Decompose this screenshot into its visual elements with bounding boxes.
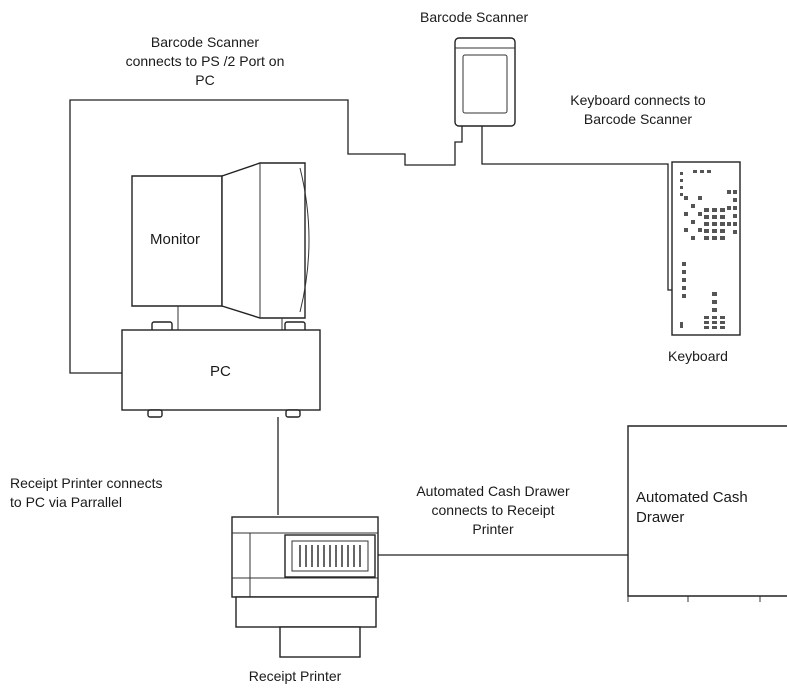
- keyboard-key: [680, 172, 683, 175]
- label-keyboard-connection-2: Barcode Scanner: [584, 111, 693, 127]
- barcode-scanner-icon: [455, 38, 515, 126]
- keyboard-key: [698, 212, 702, 216]
- label-monitor: Monitor: [150, 231, 200, 248]
- keyboard-key: [733, 214, 737, 218]
- keyboard-key: [680, 179, 683, 182]
- keyboard-key: [691, 204, 695, 208]
- keyboard-key: [682, 294, 686, 298]
- keyboard-key: [691, 220, 695, 224]
- keyboard-key: [682, 286, 686, 290]
- label-barcode-scanner: Barcode Scanner: [420, 9, 529, 25]
- keyboard-key: [720, 321, 725, 324]
- keyboard-key: [727, 206, 731, 210]
- keyboard-key: [684, 196, 688, 200]
- keyboard-key: [682, 278, 686, 282]
- keyboard-key: [727, 190, 731, 194]
- keyboard-key: [733, 190, 737, 194]
- keyboard-key: [704, 326, 709, 329]
- keyboard-key: [712, 222, 717, 226]
- keyboard-key: [704, 222, 709, 226]
- keyboard-key: [704, 236, 709, 240]
- keyboard-key: [727, 222, 731, 226]
- label-printer-connection-1: Receipt Printer connects: [10, 475, 163, 491]
- keyboard-key: [720, 208, 725, 212]
- keyboard-key: [712, 236, 717, 240]
- keyboard-key: [704, 215, 709, 219]
- label-drawer-connection-3: Printer: [472, 521, 514, 537]
- keyboard-key: [712, 292, 717, 296]
- label-receipt-printer: Receipt Printer: [249, 668, 342, 684]
- label-cash-drawer-1: Automated Cash: [636, 489, 748, 506]
- label-scanner-connection-1: Barcode Scanner: [151, 34, 260, 50]
- keyboard-key: [712, 326, 717, 329]
- keyboard-key: [680, 322, 683, 328]
- keyboard-key: [698, 228, 702, 232]
- keyboard-key: [733, 206, 737, 210]
- keyboard-key: [707, 170, 711, 173]
- keyboard-key: [733, 222, 737, 226]
- keyboard-key: [684, 212, 688, 216]
- label-pc: PC: [210, 363, 231, 380]
- keyboard-icon: [672, 162, 740, 335]
- label-drawer-connection-1: Automated Cash Drawer: [416, 483, 570, 499]
- label-printer-connection-2: to PC via Parrallel: [10, 494, 122, 510]
- keyboard-key: [720, 229, 725, 233]
- keyboard-key: [720, 316, 725, 319]
- keyboard-key: [680, 193, 683, 196]
- receipt-printer-icon: [232, 517, 378, 657]
- keyboard-key: [682, 262, 686, 266]
- keyboard-key: [712, 308, 717, 312]
- label-keyboard-connection-1: Keyboard connects to: [570, 92, 706, 108]
- keyboard-key: [720, 236, 725, 240]
- keyboard-key: [704, 316, 709, 319]
- keyboard-key: [733, 230, 737, 234]
- keyboard-key: [733, 198, 737, 202]
- wire-scanner-to-keyboard: [482, 125, 672, 290]
- keyboard-key: [704, 321, 709, 324]
- keyboard-key: [712, 229, 717, 233]
- label-drawer-connection-2: connects to Receipt: [432, 502, 555, 518]
- keyboard-key: [720, 326, 725, 329]
- keyboard-key: [704, 208, 709, 212]
- keyboard-key: [712, 300, 717, 304]
- keyboard-key: [720, 215, 725, 219]
- keyboard-key: [691, 236, 695, 240]
- keyboard-key: [712, 215, 717, 219]
- keyboard-key: [693, 170, 697, 173]
- label-scanner-connection-2: connects to PS /2 Port on: [126, 53, 285, 69]
- keyboard-key: [700, 170, 704, 173]
- keyboard-key: [684, 228, 688, 232]
- keyboard-key: [720, 222, 725, 226]
- keyboard-key: [712, 316, 717, 319]
- label-scanner-connection-3: PC: [195, 72, 214, 88]
- keyboard-key: [712, 208, 717, 212]
- keyboard-key: [712, 321, 717, 324]
- keyboard-key: [682, 270, 686, 274]
- keyboard-key: [704, 229, 709, 233]
- label-cash-drawer-2: Drawer: [636, 509, 684, 526]
- keyboard-key: [680, 186, 683, 189]
- keyboard-key: [698, 196, 702, 200]
- label-keyboard: Keyboard: [668, 348, 728, 364]
